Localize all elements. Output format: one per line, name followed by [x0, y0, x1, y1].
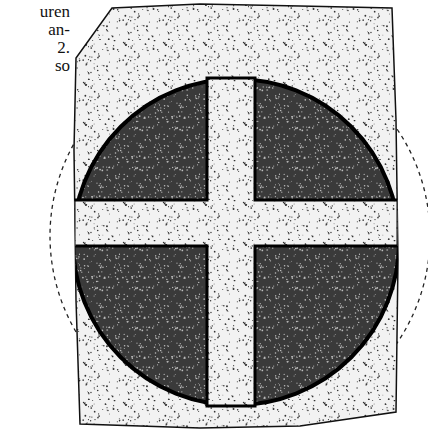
text-fragment: an-	[46, 21, 72, 39]
text-fragment: so	[53, 57, 72, 75]
dark-disc	[73, 79, 399, 405]
cross	[74, 78, 398, 406]
text-fragment: 2.	[55, 39, 72, 57]
stone-slab	[74, 4, 398, 428]
text-fragment: uren	[38, 3, 72, 21]
